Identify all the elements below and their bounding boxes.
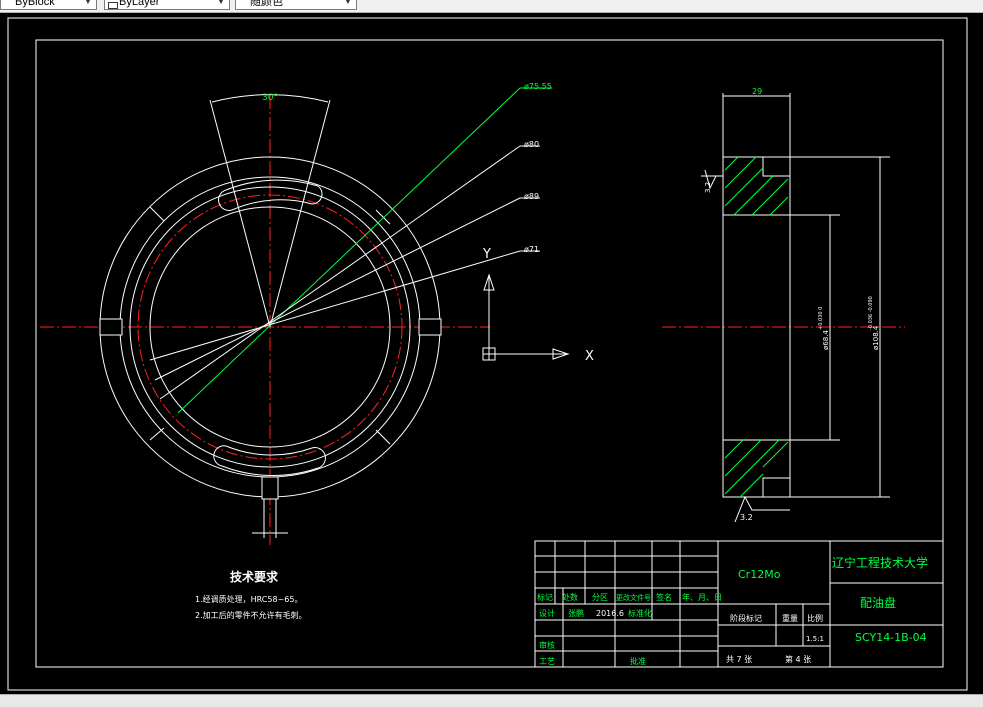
linetype-combo[interactable]: ByBlock ▼ <box>0 0 97 10</box>
dim-dia-inner: ø68.4 <box>822 330 830 350</box>
tb-part-name: 配油盘 <box>860 595 896 610</box>
angle-dim-arc <box>211 94 329 103</box>
notch-right <box>418 318 442 336</box>
tb-drawing-no: SCY14-1B-04 <box>855 631 927 644</box>
tb-sheet-no: 第 4 张 <box>785 654 811 664</box>
tb-school: 辽宁工程技术大学 <box>832 555 928 570</box>
tb-material: Cr12Mo <box>738 568 781 581</box>
slot-bottom-outer <box>221 465 319 476</box>
circle-3 <box>129 186 411 468</box>
tb-r-design: 设计 <box>539 608 555 618</box>
slot-top-outer <box>225 179 319 191</box>
notes-line2: 2.加工后的零件不允许有毛刺。 <box>195 610 307 620</box>
front-view <box>40 87 552 545</box>
dim-dia-outer: ø108.4 <box>872 325 880 350</box>
inner-frame <box>35 39 944 668</box>
properties-toolbar: ByBlock ▼ ByLayer ▼ 随颜色 ▼ <box>0 0 983 13</box>
tb-r-weight: 重量 <box>782 613 798 623</box>
dim-width: 29 <box>752 87 762 96</box>
tb-r-process: 工艺 <box>539 657 555 666</box>
leader-d4 <box>149 250 521 361</box>
tb-r-check: 审核 <box>539 640 555 650</box>
tb-r-stage: 阶段标记 <box>730 613 762 623</box>
plotstyle-combo[interactable]: 随颜色 ▼ <box>235 0 357 10</box>
canvas-right-edge <box>969 13 983 694</box>
chevron-down-icon[interactable]: ▼ <box>344 0 352 6</box>
tb-h-sign: 签名 <box>656 592 672 602</box>
dim-tol-inner: +0.030 0 <box>818 307 824 330</box>
ucs-x-label: X <box>585 349 594 364</box>
notes-line1: 1.经调质处理，HRC58~65。 <box>195 594 302 604</box>
roughness-1: 3.2 <box>704 182 712 193</box>
dim-d3: ø89 <box>524 192 539 201</box>
lineweight-combo[interactable]: ByLayer ▼ <box>104 0 230 10</box>
dim-d1: ø75.55 <box>524 82 552 91</box>
tb-h-docno: 更改文件号 <box>616 593 651 602</box>
slot-bottom-inner <box>225 445 313 456</box>
status-bar <box>0 694 983 707</box>
tb-r-designer: 张鹏 <box>568 608 584 618</box>
chevron-down-icon[interactable]: ▼ <box>84 0 92 6</box>
roughness-2: 3.2 <box>740 513 753 522</box>
dim-tol-outer: -0.036 -0.090 <box>868 296 874 330</box>
tb-r-approve: 批准 <box>630 656 646 666</box>
ucs-y-label: Y <box>482 247 491 262</box>
linetype-value: ByBlock <box>15 0 55 8</box>
chevron-down-icon[interactable]: ▼ <box>217 0 225 6</box>
tb-h-zone: 分区 <box>592 593 608 602</box>
tb-h-mark: 标记 <box>537 592 553 602</box>
tb-r-scale: 比例 <box>807 613 823 623</box>
slot-top-inner <box>231 199 313 211</box>
plotstyle-value: 随颜色 <box>250 0 283 8</box>
tb-scale-value: 1.5:1 <box>806 635 824 643</box>
notch-left <box>99 318 123 336</box>
notes-title: 技术要求 <box>230 569 279 584</box>
dim-d4: ø71 <box>524 245 539 254</box>
notch-bottom <box>261 476 279 500</box>
tb-r-date: 2016.6 <box>596 609 624 618</box>
title-block <box>534 540 944 668</box>
dim-angle: 30° <box>262 93 278 103</box>
section-hatching <box>724 156 789 498</box>
inner-circle <box>149 206 391 448</box>
ucs-icon <box>482 273 570 361</box>
tb-r-std: 标准化 <box>628 608 652 618</box>
tb-h-count: 处数 <box>562 592 578 602</box>
leader-d2 <box>159 145 521 400</box>
section-view <box>662 93 905 523</box>
leader-d3 <box>154 197 521 381</box>
leader-d1 <box>177 87 521 414</box>
dim-d2: ø80 <box>524 140 539 149</box>
outer-frame <box>7 17 968 691</box>
tb-h-date: 年、月、日 <box>682 592 722 602</box>
lineweight-value: ByLayer <box>119 0 160 8</box>
lineweight-swatch <box>108 2 118 9</box>
pitch-circle <box>137 194 403 460</box>
tb-sheet-total: 共 7 张 <box>726 655 752 664</box>
